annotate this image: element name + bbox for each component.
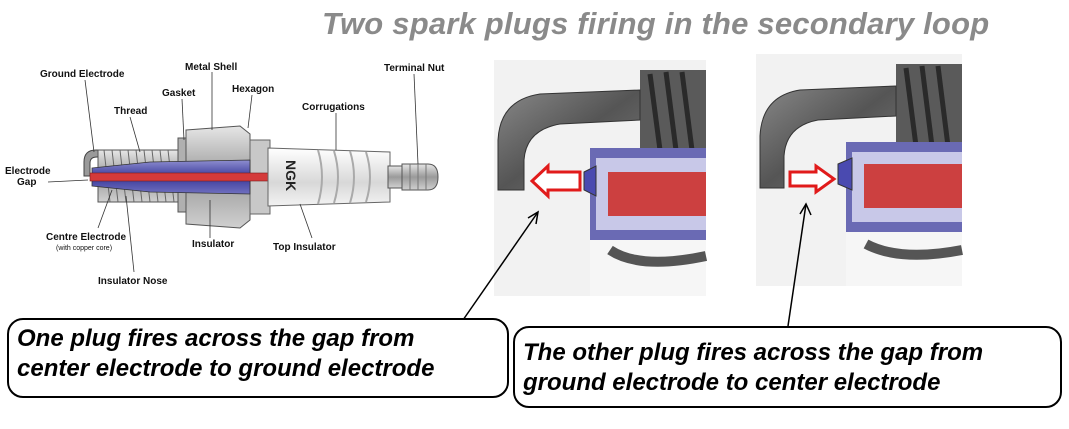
callout-left: One plug fires across the gap from cente… [7,318,509,398]
ground-electrode-photo-2 [759,85,897,189]
callout-left-line2: center electrode to ground electrode [17,355,435,382]
label-corrugations: Corrugations [302,102,365,113]
callout-pointers [462,202,812,327]
page-title: Two spark plugs firing in the secondary … [322,6,990,41]
corrugations [317,149,371,205]
leader-lines [47,72,419,273]
photo-panel-left [494,60,708,296]
ngk-brand: NGK [283,160,299,191]
label-centre-electrode: Centre Electrode [46,232,127,243]
spark-plug-cutaway: NGK [83,125,439,229]
callout-left-line1: One plug fires across the gap from [17,325,415,352]
label-insulator: Insulator [192,239,235,250]
label-metal-shell: Metal Shell [185,62,238,73]
spark-arrow-right [788,163,837,195]
terminal-nut [401,163,439,191]
center-electrode-photo-2 [837,157,853,191]
label-insulator-nose: Insulator Nose [98,276,168,287]
label-ground-electrode: Ground Electrode [40,69,125,80]
label-centre-electrode-note: (with copper core) [56,245,113,252]
label-top-insulator: Top Insulator [273,242,336,253]
label-gasket: Gasket [162,88,196,99]
label-electrode-gap-line1: Electrode [5,166,51,177]
label-hexagon: Hexagon [232,84,275,95]
label-thread: Thread [114,106,148,117]
callout-right: The other plug fires across the gap from… [513,326,1062,408]
center-electrode-photo [583,165,597,197]
callout-right-line1: The other plug fires across the gap from [523,339,984,366]
label-electrode-gap-line2: Gap [17,177,37,188]
photo-panel-right [756,54,963,286]
ground-electrode-photo [497,89,641,191]
label-terminal-nut: Terminal Nut [384,63,445,74]
spark-arrow-left [529,162,582,200]
top-insulator [267,147,391,207]
callout-right-line2: ground electrode to center electrode [523,369,941,396]
terminal-stud [387,165,403,189]
